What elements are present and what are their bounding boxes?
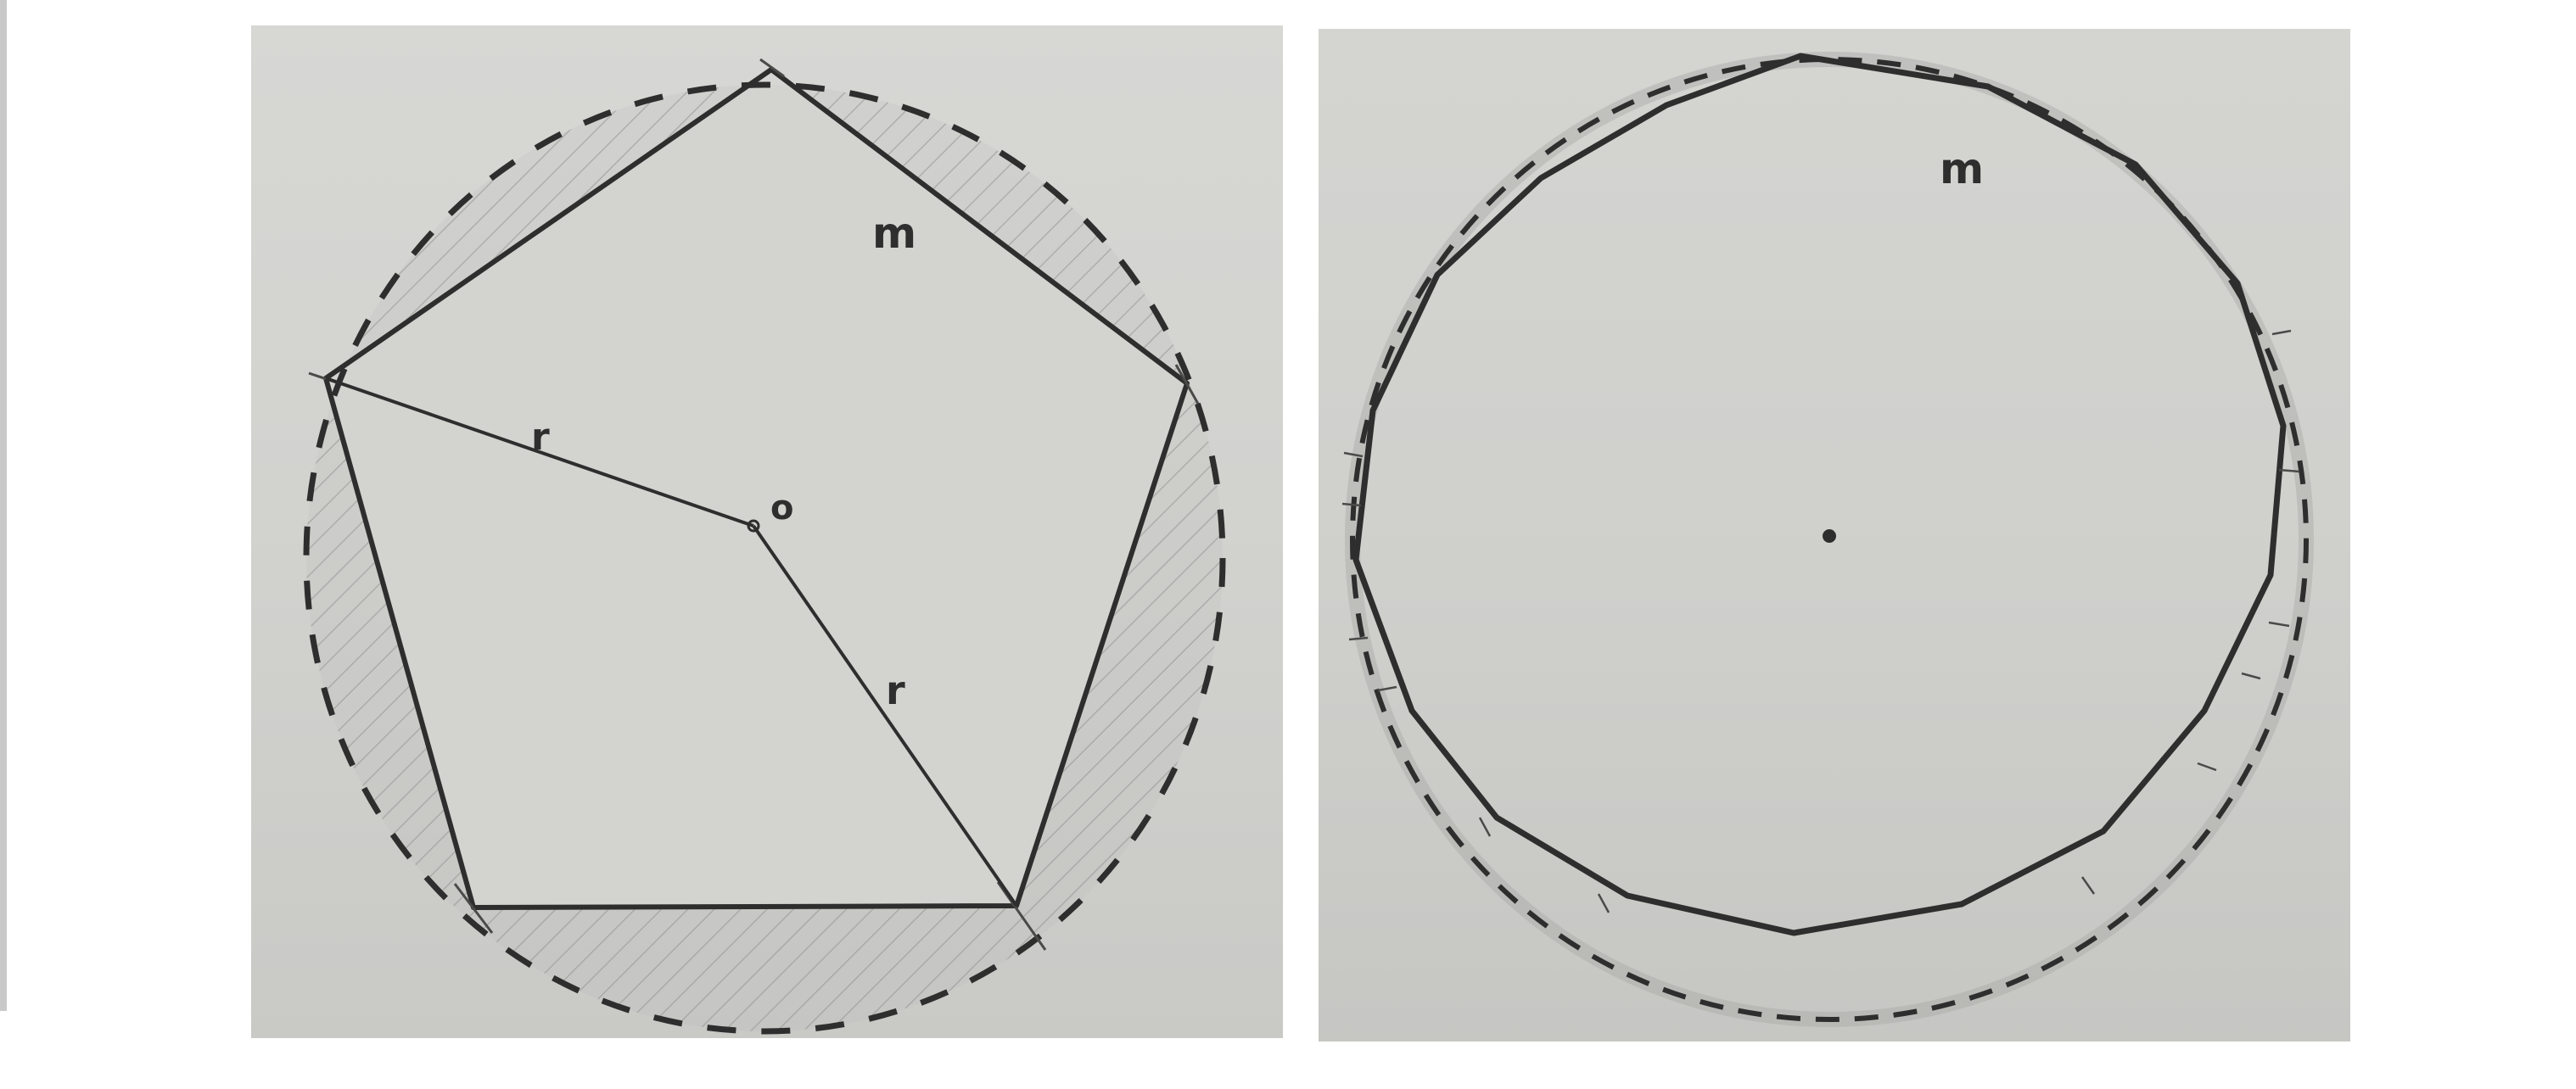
hatched-segments	[306, 85, 1223, 1031]
arc-label-left: m	[872, 209, 916, 258]
center-point	[747, 519, 760, 533]
radius-lower	[752, 524, 1018, 908]
dashed-circle-right	[1350, 57, 2309, 1022]
polygon-diagram: m	[1341, 52, 2314, 1027]
edge-ticks	[1341, 329, 2300, 913]
dashed-circle	[303, 81, 1226, 1035]
pentagon-photo-panel: r r o m	[251, 25, 1283, 1038]
center-label: o	[770, 489, 793, 528]
radius-label-lower: r	[886, 667, 905, 713]
pentagon	[323, 67, 1190, 910]
pentagon-diagram: r r o m	[303, 58, 1226, 1035]
polygon-photo-panel: m	[1319, 29, 2350, 1042]
radius-upper	[325, 377, 754, 528]
center-dot	[1823, 529, 1836, 543]
radius-label-upper: r	[531, 416, 550, 459]
left-edge-rule	[0, 0, 7, 1011]
arc-label-right: m	[1940, 144, 1984, 193]
inscribed-polygon	[1352, 53, 2287, 936]
